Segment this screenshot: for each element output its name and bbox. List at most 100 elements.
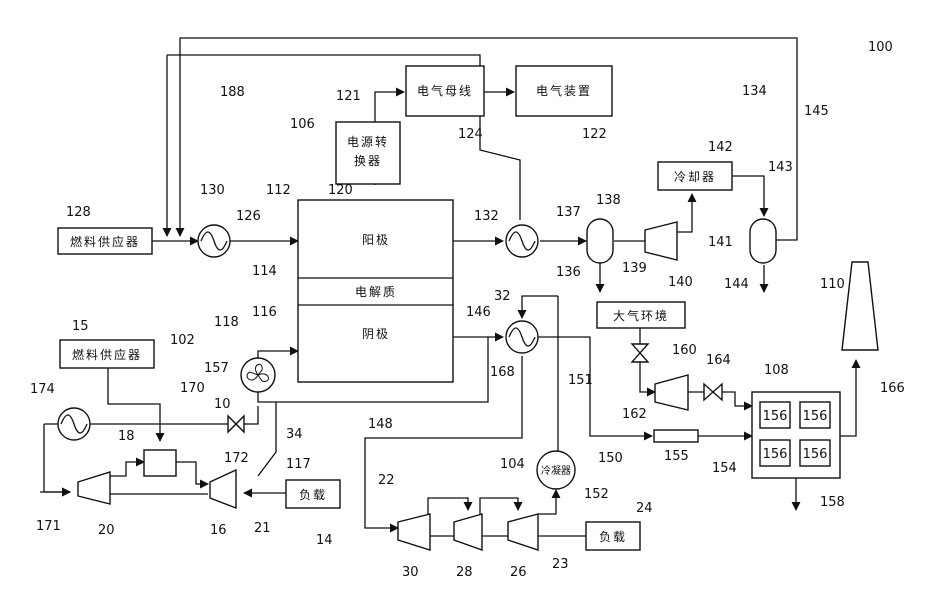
electrolyte-label: 电解质 [355,285,397,299]
exhaust-stack-110-icon [842,262,878,350]
line-166 [840,360,856,436]
ref-124: 124 [458,127,483,142]
line-118 [258,351,298,358]
ref-148: 148 [368,417,393,432]
ref-126: 126 [236,209,261,224]
line-121 [375,92,404,122]
ref-14: 14 [316,533,333,548]
fan-157-icon [241,358,275,392]
ref-160: 160 [672,343,697,358]
load-24-label: 负载 [599,530,627,544]
power-converter-box [336,122,400,184]
ref-142: 142 [708,140,733,155]
fuel-supply-128-label: 燃料供应器 [70,234,140,249]
valve-172-icon [228,416,244,432]
ref-144: 144 [724,277,749,292]
ref-137: 137 [556,205,581,220]
load-14-label: 负载 [299,488,327,502]
ref-121: 121 [336,89,361,104]
turbine-26-icon [508,514,538,550]
heater-155-icon [654,430,698,442]
compressor-162-icon [655,375,688,410]
ref-143: 143 [768,160,793,175]
ref-152: 152 [584,487,609,502]
ref-170: 170 [180,381,205,396]
anode-label: 阳极 [362,233,390,247]
ref-132: 132 [474,209,499,224]
ref-100: 100 [868,40,893,55]
ref-188: 188 [220,85,245,100]
compressor-28-icon [454,514,482,550]
electrical-bus-label: 电气母线 [417,83,473,98]
ref-22: 22 [378,473,395,488]
ref-166: 166 [880,381,905,396]
ref-128: 128 [66,205,91,220]
ref-102: 102 [170,333,195,348]
line-32-in [522,296,558,318]
ref-20: 20 [98,523,115,538]
ref-114: 114 [252,264,277,279]
turbine-16-icon [210,470,236,508]
electrical-device-label: 电气装置 [536,83,592,98]
ref-139: 139 [622,261,647,276]
cooler-142-label: 冷却器 [674,170,716,184]
ref-162: 162 [622,407,647,422]
ref-117: 117 [286,457,311,472]
ref-150: 150 [598,451,623,466]
condenser-label: 冷凝器 [541,464,571,477]
ref-168: 168 [490,365,515,380]
separator-144-icon [750,219,776,263]
ref-26: 26 [510,565,527,580]
ref-141: 141 [708,235,733,250]
cell-156-c-label: 156 [763,447,788,462]
ref-164: 164 [706,353,731,368]
ref-174: 174 [30,382,55,397]
line-20-to-18 [110,462,144,476]
ref-151: 151 [568,373,593,388]
cathode-label: 阴极 [362,327,390,341]
compressor-30-icon [398,514,430,550]
valve-160-icon [632,344,648,362]
ref-136: 136 [556,265,581,280]
ref-28: 28 [456,565,473,580]
ref-118: 118 [214,315,239,330]
fuel-supply-15-label: 燃料供应器 [72,347,142,362]
ref-34: 34 [286,427,303,442]
power-converter-label-1: 电源转 [347,134,389,149]
line-28-26 [480,498,518,516]
heat-exchanger-130-icon [198,225,230,257]
ref-116: 116 [252,305,277,320]
line-30-28 [428,498,468,516]
ref-18: 18 [118,429,135,444]
cell-156-a-label: 156 [763,409,788,424]
line-117 [258,402,276,476]
ref-155: 155 [664,449,689,464]
ref-158: 158 [820,495,845,510]
ref-30: 30 [402,565,419,580]
cell-156-b-label: 156 [803,409,828,424]
ref-172: 172 [224,451,249,466]
line-141 [677,194,692,232]
separator-138-icon [587,219,613,263]
ref-23: 23 [552,557,569,572]
ref-108: 108 [764,363,789,378]
ref-16: 16 [210,523,227,538]
ref-122: 122 [582,127,607,142]
ref-171: 171 [36,519,61,534]
ref-104: 104 [500,457,525,472]
ref-138: 138 [596,193,621,208]
ref-15: 15 [72,319,89,334]
ref-130: 130 [200,183,225,198]
compressor-140-icon [645,222,677,260]
ref-24: 24 [636,501,653,516]
ref-134: 134 [742,84,767,99]
ref-145: 145 [804,104,829,119]
ref-112: 112 [266,183,291,198]
valve-164-icon [704,384,722,400]
cell-156-d-label: 156 [803,447,828,462]
ref-21: 21 [254,521,271,536]
ref-146: 146 [466,305,491,320]
ref-120: 120 [328,183,353,198]
